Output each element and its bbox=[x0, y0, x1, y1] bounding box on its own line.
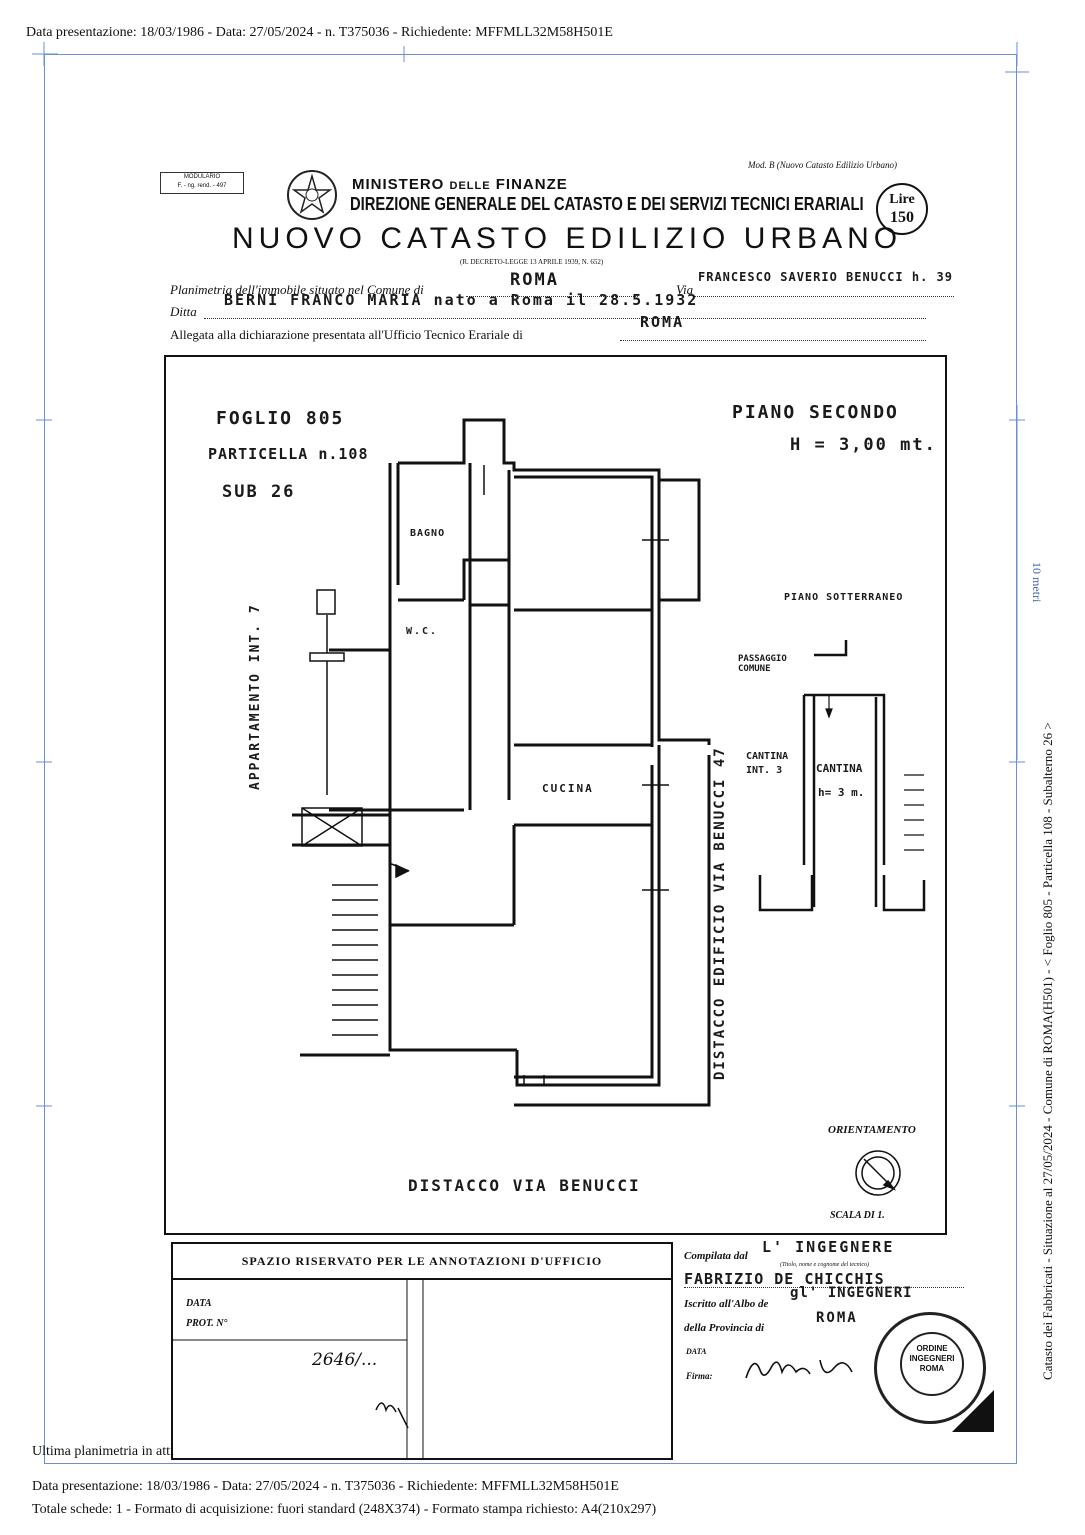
annot-prot-label: PROT. N° bbox=[186, 1318, 228, 1329]
wc-label: W.C. bbox=[406, 626, 439, 637]
sub-label: SUB 26 bbox=[222, 482, 296, 502]
passaggio-label: PASSAGGIO COMUNE bbox=[738, 654, 787, 674]
firma-label: Firma: bbox=[686, 1371, 713, 1381]
ditta-value: BERNI FRANCO MARIA nato a Roma il 28.5.1… bbox=[224, 291, 699, 309]
lire-value: 150 bbox=[890, 209, 914, 226]
footer-line-2: Totale schede: 1 - Formato di acquisizio… bbox=[32, 1502, 657, 1517]
provincia-value: ROMA bbox=[816, 1310, 858, 1326]
compilata-titolo: L' INGEGNERE bbox=[762, 1238, 895, 1256]
compilata-nome: FABRIZIO DE CHICCHIS bbox=[684, 1270, 885, 1288]
prot-number: 2646/... bbox=[312, 1350, 378, 1370]
distacco-via-label: DISTACCO VIA BENUCCI bbox=[408, 1176, 641, 1195]
scala-label: SCALA DI 1. bbox=[830, 1210, 885, 1221]
bagno-label: BAGNO bbox=[410, 528, 446, 539]
ufficio-field bbox=[620, 324, 926, 341]
comune-field bbox=[466, 280, 638, 297]
cantina-height-label: h= 3 m. bbox=[818, 786, 865, 799]
provincia-label: della Provincia di bbox=[684, 1322, 765, 1334]
albo-label: Iscritto all'Albo de bbox=[684, 1298, 769, 1310]
cantina-label: CANTINA bbox=[816, 762, 863, 775]
stamp-inner: ORDINE INGEGNERI ROMA bbox=[900, 1332, 964, 1396]
foglio-label: FOGLIO 805 bbox=[216, 408, 345, 429]
mod-b-label: Mod. B (Nuovo Catasto Edilizio Urbano) bbox=[748, 160, 897, 170]
compass-icon bbox=[855, 1150, 901, 1196]
altezza-label: H = 3,00 mt. bbox=[790, 435, 937, 455]
direzione-title: DIREZIONE GENERALE DEL CATASTO E DEI SER… bbox=[350, 194, 864, 214]
ministry-title: MINISTERO DELLE FINANZE bbox=[352, 176, 568, 193]
ministry-word: MINISTERO bbox=[352, 176, 445, 193]
side-cadastre-text: Catasto dei Fabbricati - Situazione al 2… bbox=[1040, 722, 1055, 1380]
cucina-label: CUCINA bbox=[542, 782, 594, 795]
appartamento-label: APPARTAMENTO INT. 7 bbox=[248, 603, 263, 790]
annotations-box bbox=[171, 1242, 673, 1460]
albo-value: gl' INGEGNERI bbox=[790, 1285, 913, 1301]
compilata-data-label: DATA bbox=[686, 1347, 707, 1356]
annot-data-label: DATA bbox=[186, 1298, 212, 1309]
engineer-stamp bbox=[874, 1312, 986, 1424]
footer-line-1: Data presentazione: 18/03/1986 - Data: 2… bbox=[32, 1479, 619, 1494]
ditta-field bbox=[204, 302, 926, 319]
lire-stamp: Lire 150 bbox=[876, 183, 928, 235]
ministry-finanze: FINANZE bbox=[495, 176, 568, 193]
nome-line bbox=[684, 1286, 964, 1288]
scale-10m-label: 10 metri bbox=[1030, 562, 1044, 603]
ufficio-value: ROMA bbox=[640, 313, 685, 331]
nceu-title: NUOVO CATASTO EDILIZIO URBANO bbox=[232, 222, 903, 255]
emblem-icon bbox=[287, 170, 337, 220]
ultima-planimetria: Ultima planimetria in atti bbox=[32, 1444, 174, 1459]
ministry-delle: DELLE bbox=[449, 180, 491, 192]
annotations-title: SPAZIO RISERVATO PER LE ANNOTAZIONI D'UF… bbox=[171, 1242, 673, 1280]
planimetria-label: Planimetria dell'immobile situato nel Co… bbox=[170, 282, 424, 297]
floor-plan-drawing bbox=[292, 418, 926, 1196]
header-presentation-line: Data presentazione: 18/03/1986 - Data: 2… bbox=[26, 25, 613, 40]
ditta-label: Ditta bbox=[170, 304, 197, 319]
corner-triangle bbox=[952, 1390, 994, 1432]
via-field bbox=[694, 280, 954, 297]
floor-plan-frame bbox=[164, 355, 947, 1235]
particella-label: PARTICELLA n.108 bbox=[208, 445, 369, 463]
annot-grid bbox=[171, 1280, 424, 1460]
cantina-int-label: CANTINA INT. 3 bbox=[746, 751, 789, 776]
via-label: Via bbox=[676, 282, 694, 297]
comune-value: ROMA bbox=[510, 270, 559, 290]
compilata-label: Compilata dal bbox=[684, 1250, 748, 1262]
piano-label: PIANO SECONDO bbox=[732, 402, 899, 423]
modulario-box: MODULARIO F. - ng. rend. - 497 bbox=[160, 172, 244, 194]
piano-sotterraneo-label: PIANO SOTTERRANEO bbox=[784, 592, 904, 603]
decreto-line: (R. DECRETO-LEGGE 13 APRILE 1939, N. 652… bbox=[460, 258, 604, 266]
compilata-hint: (Titolo, nome e cognome del tecnico) bbox=[780, 1262, 869, 1268]
orientamento-label: ORIENTAMENTO bbox=[828, 1124, 916, 1136]
lire-label: Lire bbox=[889, 192, 915, 207]
distacco-edificio-label: DISTACCO EDIFICIO VIA BENUCCI 47 bbox=[712, 746, 728, 1080]
signature-drawing bbox=[745, 1359, 853, 1379]
stamp-inner-text: ORDINE INGEGNERI ROMA bbox=[909, 1344, 955, 1373]
via-value: FRANCESCO SAVERIO BENUCCI h. 39 bbox=[698, 270, 953, 284]
modulario-text: MODULARIO F. - ng. rend. - 497 bbox=[177, 174, 227, 189]
allegata-label: Allegata alla dichiarazione presentata a… bbox=[170, 327, 523, 342]
